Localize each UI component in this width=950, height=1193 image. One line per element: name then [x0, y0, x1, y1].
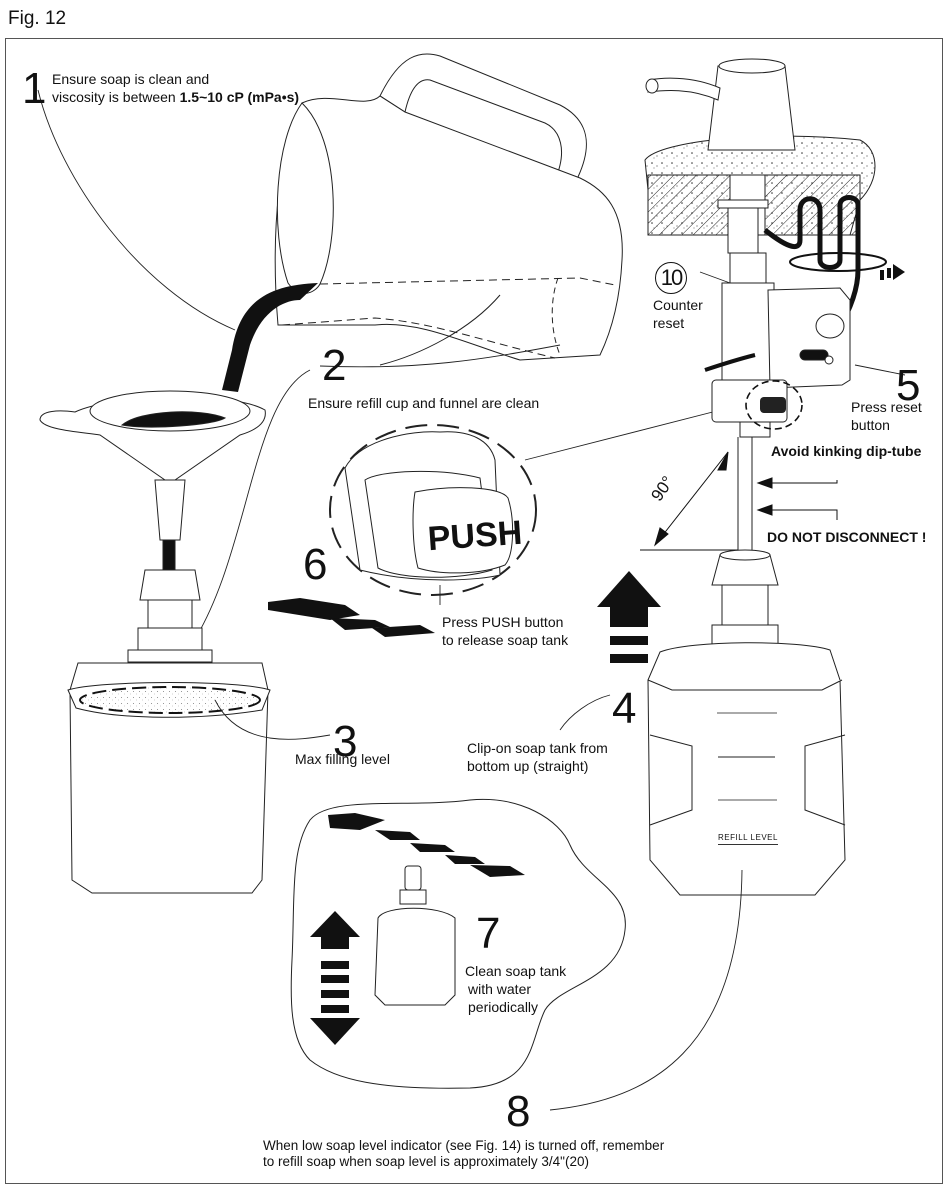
push-button-icon [329, 424, 537, 596]
step-4-number: 4 [612, 684, 637, 733]
step-10-line-1: Counter [653, 297, 703, 313]
step-2-number: 2 [322, 341, 347, 390]
step-7-text: Clean soap tank with water periodically [465, 962, 566, 1016]
cable-tie [789, 252, 887, 272]
leader-line-2b [319, 344, 561, 368]
step-5-line-1: Press reset [851, 399, 922, 415]
push-label: PUSH [427, 514, 524, 558]
figure-title: Fig. 12 [8, 8, 67, 29]
step-7-line-2: with water [468, 981, 532, 997]
step-7-line-1: Clean soap tank [465, 963, 567, 979]
step-8-number: 8 [506, 1087, 531, 1136]
leader-line-1 [37, 89, 236, 331]
soap-tank-icon [647, 549, 846, 896]
refill-cup-icon [67, 569, 271, 894]
step-8-line-2: to refill soap when soap level is approx… [263, 1154, 589, 1169]
step-5-text: Press reset button [851, 398, 922, 434]
arrow-small-right-icon [880, 264, 905, 280]
arrow-left-diagonal-icon [268, 598, 435, 637]
step-10-number: 10 [655, 262, 687, 294]
step-1-line-1: Ensure soap is clean and [52, 71, 210, 87]
funnel-icon [39, 390, 266, 571]
step-10-text: Counter reset [653, 296, 703, 332]
leader-line-3 [214, 699, 331, 740]
leader-line-4 [559, 694, 611, 731]
step-7-line-3: periodically [468, 999, 539, 1015]
step-4-text: Clip-on soap tank from bottom up (straig… [467, 739, 608, 775]
leader-line-5 [854, 364, 906, 376]
step-2-text: Ensure refill cup and funnel are clean [308, 395, 540, 411]
control-box-icon [711, 282, 851, 438]
power-cable [704, 353, 756, 372]
do-not-disconnect-warning: DO NOT DISCONNECT ! [767, 529, 927, 545]
cleaning-area-outline [290, 798, 626, 1089]
cable-coil [763, 195, 861, 332]
small-soap-tank-icon [374, 865, 456, 1006]
step-6-number: 6 [303, 540, 328, 589]
step-6-text: Press PUSH button to release soap tank [442, 613, 568, 649]
soap-stream [222, 283, 318, 392]
step-1-number: 1 [22, 64, 47, 113]
dip-tube [737, 437, 753, 550]
arrow-up-icon [597, 571, 661, 663]
refill-level-marking: REFILL LEVEL [718, 833, 778, 845]
leader-line-8 [549, 869, 743, 1111]
step-6-line-1: Press PUSH button [442, 614, 564, 630]
step-1-text: Ensure soap is clean and viscosity is be… [52, 70, 299, 106]
viscosity-range: 1.5~10 cP (mPa•s) [179, 89, 300, 105]
step-10-line-2: reset [653, 315, 685, 331]
step-8-text: When low soap level indicator (see Fig. … [263, 1138, 664, 1170]
arrow-double-diagonal-icon [328, 813, 525, 877]
callout-arrows [640, 451, 838, 551]
avoid-kinking-warning: Avoid kinking dip-tube [771, 443, 922, 459]
push-button-small-highlight [745, 380, 803, 430]
step-5-line-2: button [851, 417, 890, 433]
step-4-line-2: bottom up (straight) [467, 758, 589, 774]
leader-line-push [524, 404, 741, 461]
step-4-line-1: Clip-on soap tank from [467, 740, 608, 756]
step-3-number: 3 [333, 717, 358, 766]
pitcher-icon [274, 53, 623, 366]
step-8-line-1: When low soap level indicator (see Fig. … [263, 1138, 665, 1153]
step-3-text: Max filling level [295, 751, 390, 767]
arrow-double-vertical-icon [310, 911, 360, 1045]
soap-dispenser-faucet-icon [644, 58, 876, 284]
step-7-number: 7 [476, 909, 501, 958]
leader-line-2 [187, 369, 311, 651]
figure-frame [5, 38, 943, 1184]
leader-line-10 [699, 271, 731, 284]
step-6-line-2: to release soap tank [442, 632, 569, 648]
step-5-number: 5 [896, 361, 921, 410]
step-1-line-2: viscosity is between 1.5~10 cP (mPa•s) [52, 88, 299, 106]
step-1-line-2-prefix: viscosity is between [52, 89, 180, 105]
